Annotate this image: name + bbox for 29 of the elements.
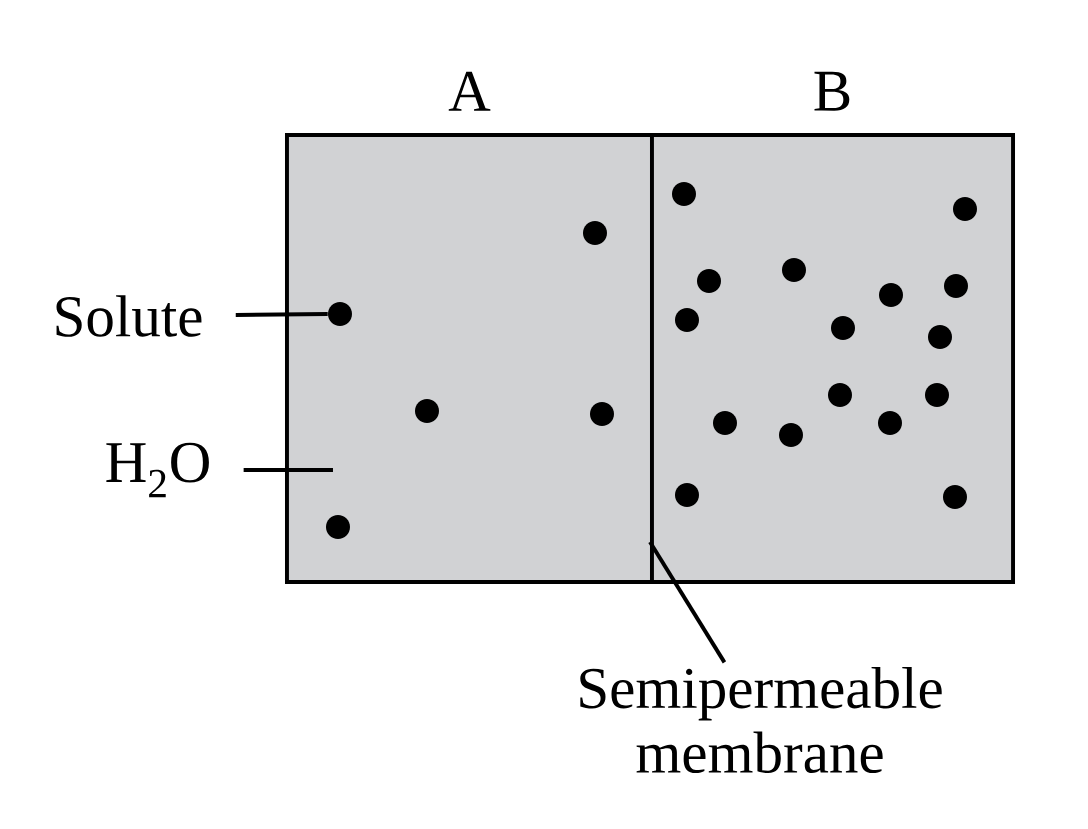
solute-dot [779,422,803,447]
solute-dot [328,301,352,326]
label-text: Semipermeable membrane [580,666,942,774]
solute-dot [326,514,350,539]
node-label: A [448,71,491,111]
label-text: Solute [56,295,202,337]
solute-dot [944,273,968,298]
solute-dot [831,315,855,340]
leader-line [243,468,333,472]
solute-dot [943,484,967,509]
label-text: H$_{2}$O [106,442,209,498]
leader-line [235,312,328,317]
solute-dot [590,401,614,426]
solute-dot [925,382,949,407]
solute-dot [583,220,607,245]
node-label: B [814,71,850,111]
solute-dot [415,398,439,423]
solute-dot [828,382,852,407]
solute-dot [878,410,902,435]
solute-dot [675,482,699,507]
leader-line [648,541,727,664]
solute-dot [879,282,903,307]
solute-dot [713,410,737,435]
solute-dot [928,324,952,349]
solute-dot [697,268,721,293]
solute-dot [672,181,696,206]
solute-dot [782,257,806,282]
solute-dot [953,196,977,221]
solute-dot [675,307,699,332]
